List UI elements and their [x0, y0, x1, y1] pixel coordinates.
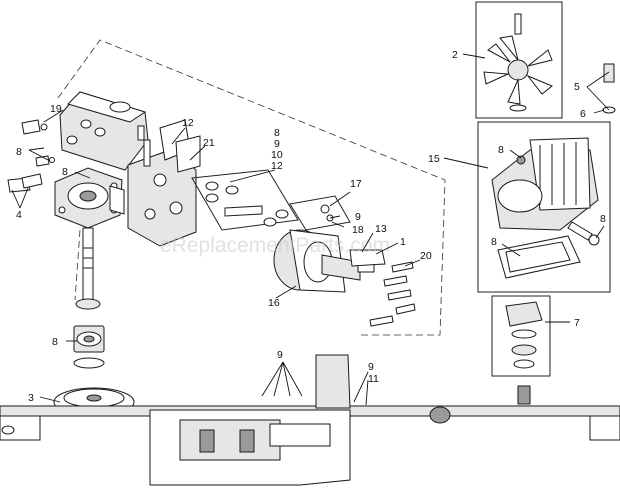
- callout-12: 12: [182, 117, 194, 129]
- callout-8: 8: [600, 213, 606, 225]
- pump-assembly: [273, 229, 386, 293]
- callout-7: 7: [574, 317, 580, 329]
- callout-6: 6: [580, 108, 586, 120]
- port-fittings: [7, 119, 55, 193]
- callout-9: 9: [368, 361, 374, 373]
- callout-19: 19: [50, 103, 62, 115]
- housing-phantom-outline: [57, 39, 446, 336]
- charge-relief-kit-panel: [289, 195, 351, 231]
- cap-screws: [369, 261, 416, 327]
- bearing-kit-panel: [491, 295, 551, 405]
- callout-8: 8: [52, 336, 58, 348]
- callout-8: 8: [274, 127, 280, 139]
- input-bearing: [73, 325, 105, 369]
- transmission-case: [0, 354, 620, 486]
- leader-lines: [11, 53, 610, 406]
- callout-20: 20: [420, 250, 432, 262]
- callout-16: 16: [268, 297, 280, 309]
- callout-9: 9: [355, 211, 361, 223]
- callout-2: 2: [452, 49, 458, 61]
- callout-18: 18: [352, 224, 364, 236]
- center-section-block: [59, 91, 149, 171]
- callout-12: 12: [271, 160, 283, 172]
- watermark-text: eReplacementParts.com: [160, 234, 390, 257]
- input-shaft: [75, 227, 101, 310]
- callout-15: 15: [428, 153, 440, 165]
- callout-4: 4: [16, 209, 22, 221]
- bypass-bracket: [143, 119, 201, 173]
- callout-labels: 19 8 8 4 8 3 12 21 8 9 10 12 17 9 18 13 …: [16, 49, 606, 404]
- housing-cover-panel: [477, 121, 611, 293]
- callout-9: 9: [277, 349, 283, 361]
- callout-8: 8: [62, 166, 68, 178]
- callout-9: 9: [274, 138, 280, 150]
- callout-1: 1: [400, 236, 406, 248]
- callout-5: 5: [574, 81, 580, 93]
- callout-17: 17: [350, 178, 362, 190]
- housing-phantom-lower: [74, 229, 81, 301]
- callout-8: 8: [491, 236, 497, 248]
- fan-panel: [475, 1, 563, 119]
- callout-13: 13: [375, 223, 387, 235]
- callout-8: 8: [16, 146, 22, 158]
- callout-10: 10: [271, 149, 283, 161]
- check-valve-kit-panel: [191, 169, 299, 231]
- callout-3: 3: [28, 392, 34, 404]
- callout-11: 11: [368, 373, 379, 385]
- callout-21: 21: [203, 137, 215, 149]
- callout-8: 8: [498, 144, 504, 156]
- charge-pump-housing: [54, 167, 125, 229]
